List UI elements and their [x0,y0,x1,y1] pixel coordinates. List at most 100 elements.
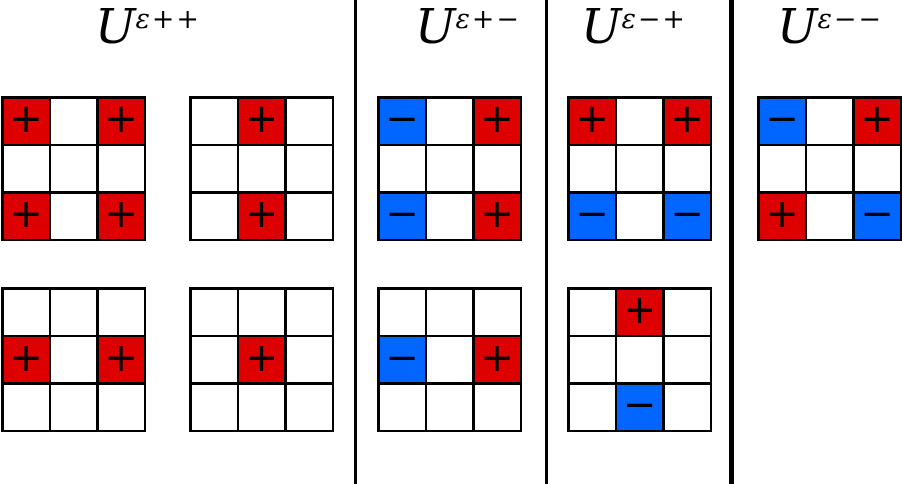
minus-sign: − [765,96,799,142]
pattern-grid: + [189,287,334,432]
empty-cell [286,146,332,191]
empty-cell [51,193,96,239]
empty-cell [191,289,237,335]
empty-cell [286,289,332,335]
minus-sign: − [385,96,419,142]
empty-cell [51,384,96,430]
empty-cell [617,193,662,239]
empty-cell [98,289,144,335]
empty-cell [664,337,710,382]
empty-cell [617,98,662,144]
section-title-plus-minus: Uε+− [415,1,521,54]
pattern-grid: + + + + [1,96,146,241]
title-base: U [95,0,136,55]
empty-cell [379,146,425,191]
empty-cell [286,193,332,239]
minus-cell: − [569,191,615,239]
plus-sign: + [9,96,43,142]
empty-cell [617,337,662,382]
minus-cell: − [379,337,425,382]
minus-cell: − [617,382,662,430]
empty-cell [427,98,472,144]
empty-cell [569,384,615,430]
plus-cell: + [617,287,662,335]
pattern-grid: − + + − [757,96,902,241]
empty-cell [474,384,520,430]
plus-sign: + [9,334,43,381]
empty-cell [569,146,615,191]
title-base: U [415,0,456,55]
minus-cell: − [854,191,900,239]
plus-sign: + [480,191,514,237]
empty-cell [427,146,472,191]
empty-cell [191,98,237,144]
plus-sign: + [765,191,799,237]
plus-sign: + [9,191,43,237]
minus-sign: − [575,191,609,237]
plus-sign: + [860,96,894,142]
plus-sign: + [480,334,514,381]
title-base: U [581,0,622,55]
pattern-grid: + + − − [567,96,712,241]
plus-cell: + [3,191,49,239]
empty-cell [98,384,144,430]
empty-cell [51,146,96,191]
plus-cell: + [474,334,520,382]
plus-sign: + [244,96,279,142]
empty-cell [239,289,284,335]
section-title-plus-plus: Uε++ [95,1,201,54]
title-superscript: ε++ [135,4,201,36]
plus-cell: + [3,334,49,382]
empty-cell [379,289,425,335]
empty-cell [286,384,332,430]
empty-cell [807,146,852,191]
empty-cell [569,337,615,382]
plus-sign: + [104,191,138,237]
minus-sign: − [622,382,657,428]
empty-cell [286,337,332,382]
empty-cell [664,384,710,430]
plus-sign: + [104,334,138,381]
empty-cell [3,146,49,191]
empty-cell [759,146,805,191]
empty-cell [474,146,520,191]
empty-cell [191,193,237,239]
plus-cell: + [239,96,284,144]
minus-cell: − [379,96,425,144]
minus-sign: − [670,191,704,237]
empty-cell [569,289,615,335]
plus-sign: + [622,287,657,333]
empty-cell [807,193,852,239]
plus-cell: + [664,98,710,144]
empty-cell [51,337,96,382]
pattern-grid: +− [567,287,712,432]
empty-cell [664,289,710,335]
vertical-divider [729,0,734,484]
plus-sign: + [244,191,279,237]
plus-sign: + [575,96,609,142]
section-title-minus-minus: Uε−− [777,1,883,54]
minus-sign: − [385,191,419,237]
empty-cell [807,98,852,144]
empty-cell [98,146,144,191]
pattern-grid: −+ [377,287,522,432]
empty-cell [286,98,332,144]
plus-cell: + [98,334,144,382]
plus-cell: + [98,98,144,144]
empty-cell [427,193,472,239]
vertical-divider [354,0,357,484]
empty-cell [427,384,472,430]
title-base: U [777,0,818,55]
title-superscript: ε−− [817,4,883,36]
plus-cell: + [239,337,284,382]
empty-cell [51,289,96,335]
minus-sign: − [860,191,894,237]
empty-cell [854,146,900,191]
plus-cell: + [474,191,520,239]
empty-cell [191,337,237,382]
empty-cell [3,384,49,430]
plus-cell: + [98,191,144,239]
empty-cell [474,289,520,335]
empty-cell [664,146,710,191]
empty-cell [239,146,284,191]
